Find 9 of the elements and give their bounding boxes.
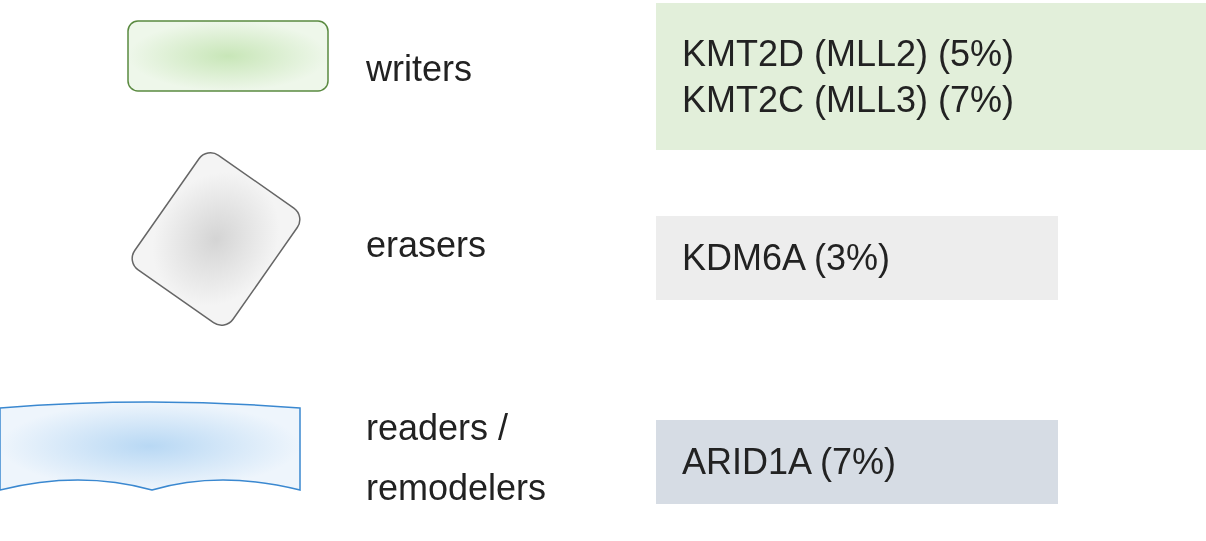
gene-label: ARID1A (7%) <box>682 440 898 484</box>
gene-label: KMT2D (MLL2) (5%) <box>682 31 1016 76</box>
legend-label: writers <box>366 47 473 91</box>
gene-box <box>656 3 1206 150</box>
legend-label: readers / remodelers <box>366 406 548 510</box>
legend-label: erasers <box>366 223 488 267</box>
gene-label: KDM6A (3%) <box>682 236 892 280</box>
gene-box <box>656 420 1058 504</box>
gene-label: KMT2C (MLL3) (7%) <box>682 77 1016 122</box>
